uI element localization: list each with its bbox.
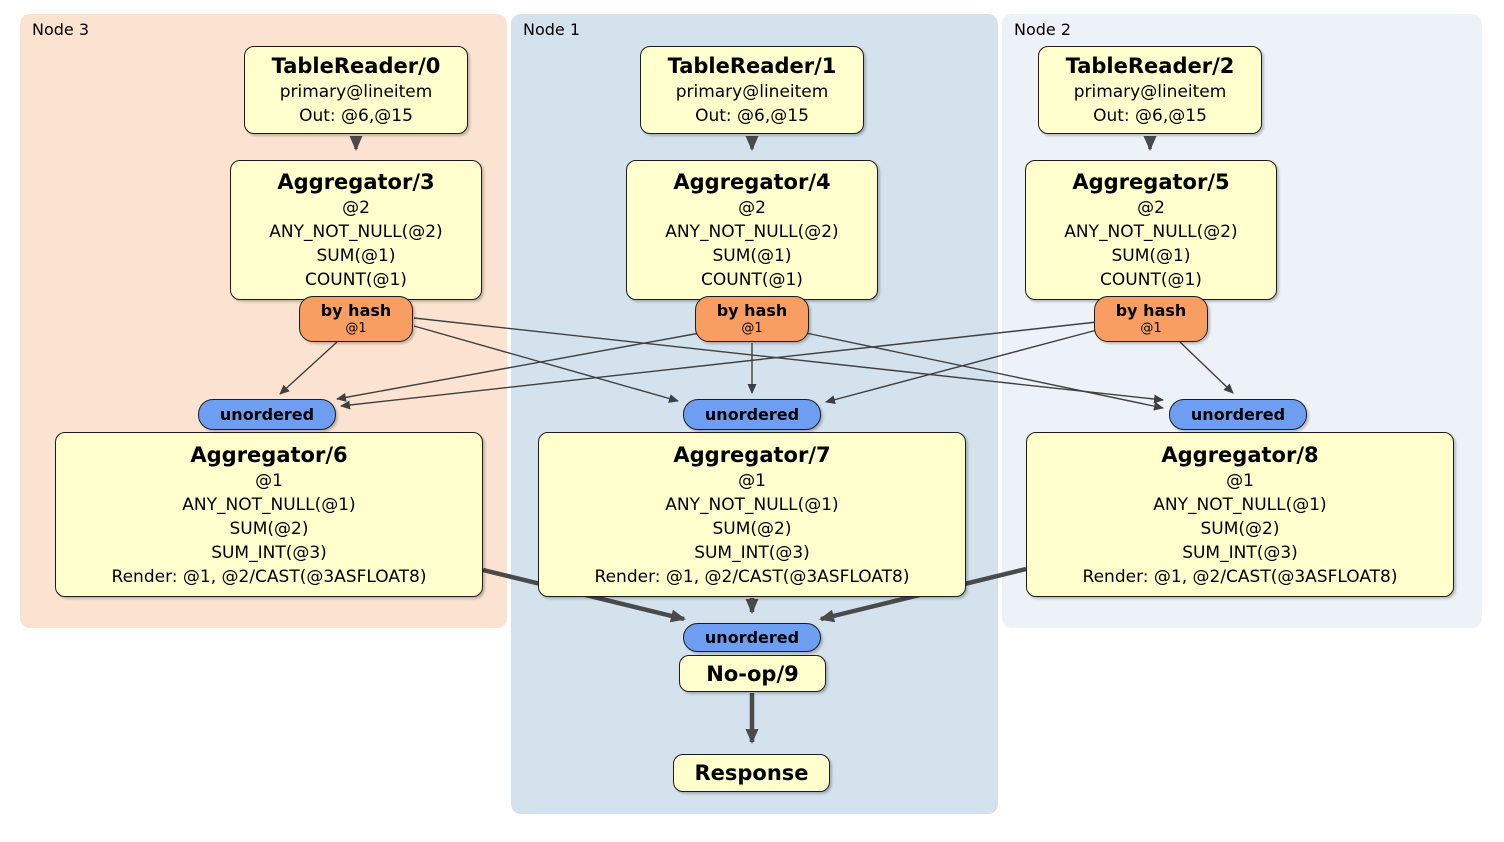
- router-label: by hash: [1115, 301, 1187, 320]
- agg-spec: ANY_NOT_NULL(@1): [1153, 494, 1327, 515]
- processor-title: Aggregator/6: [190, 442, 348, 467]
- agg-spec: SUM(@1): [712, 246, 792, 266]
- aggregator-4-box: Aggregator/4 @2 ANY_NOT_NULL(@2) SUM(@1)…: [626, 160, 878, 300]
- index-spec: primary@lineitem: [675, 82, 829, 102]
- node2-label: Node 2: [1014, 20, 1072, 39]
- agg-spec: SUM(@1): [316, 246, 396, 266]
- processor-title: TableReader/0: [271, 54, 441, 78]
- sync-label: unordered: [219, 405, 315, 424]
- agg-spec: SUM(@2): [712, 518, 792, 539]
- sync-label: unordered: [704, 405, 800, 424]
- agg-spec: COUNT(@1): [305, 270, 407, 290]
- aggregator-5-box: Aggregator/5 @2 ANY_NOT_NULL(@2) SUM(@1)…: [1025, 160, 1277, 300]
- agg-spec: ANY_NOT_NULL(@2): [1064, 222, 1238, 242]
- hash-router-node2: by hash @1: [1094, 296, 1208, 342]
- index-spec: primary@lineitem: [1073, 82, 1227, 102]
- table-reader-1-box: TableReader/1 primary@lineitem Out: @6,@…: [640, 46, 864, 134]
- aggregator-6-box: Aggregator/6 @1 ANY_NOT_NULL(@1) SUM(@2)…: [55, 432, 483, 597]
- processor-title: Aggregator/8: [1161, 442, 1319, 467]
- agg-spec: SUM(@1): [1111, 246, 1191, 266]
- hash-router-node3: by hash @1: [299, 296, 413, 342]
- output-columns: Out: @6,@15: [695, 106, 809, 126]
- noop-box: No-op/9: [679, 655, 826, 692]
- agg-spec: ANY_NOT_NULL(@1): [665, 494, 839, 515]
- processor-title: TableReader/1: [667, 54, 837, 78]
- processor-title: No-op/9: [706, 661, 799, 686]
- unordered-sync-node3: unordered: [198, 399, 336, 430]
- agg-spec: ANY_NOT_NULL(@2): [269, 222, 443, 242]
- processor-title: Aggregator/3: [277, 170, 435, 194]
- agg-spec: ANY_NOT_NULL(@2): [665, 222, 839, 242]
- unordered-sync-final: unordered: [683, 623, 821, 652]
- router-detail: @1: [741, 321, 763, 336]
- aggregator-8-box: Aggregator/8 @1 ANY_NOT_NULL(@1) SUM(@2)…: [1026, 432, 1454, 597]
- index-spec: primary@lineitem: [279, 82, 433, 102]
- agg-spec: ANY_NOT_NULL(@1): [182, 494, 356, 515]
- agg-spec: SUM(@2): [1200, 518, 1280, 539]
- agg-spec: @1: [1226, 470, 1254, 491]
- table-reader-2-box: TableReader/2 primary@lineitem Out: @6,@…: [1038, 46, 1262, 134]
- processor-title: Aggregator/5: [1072, 170, 1230, 194]
- table-reader-0-box: TableReader/0 primary@lineitem Out: @6,@…: [244, 46, 468, 134]
- aggregator-3-box: Aggregator/3 @2 ANY_NOT_NULL(@2) SUM(@1)…: [230, 160, 482, 300]
- output-columns: Out: @6,@15: [299, 106, 413, 126]
- router-label: by hash: [716, 301, 788, 320]
- sync-label: unordered: [704, 628, 800, 647]
- agg-spec: SUM_INT(@3): [1182, 542, 1298, 563]
- response-box: Response: [673, 754, 830, 792]
- agg-spec: SUM(@2): [229, 518, 309, 539]
- hash-router-node1: by hash @1: [695, 296, 809, 342]
- agg-spec: COUNT(@1): [701, 270, 803, 290]
- processor-title: Aggregator/7: [673, 442, 831, 467]
- agg-spec: @2: [738, 198, 766, 218]
- aggregator-7-box: Aggregator/7 @1 ANY_NOT_NULL(@1) SUM(@2)…: [538, 432, 966, 597]
- processor-title: TableReader/2: [1065, 54, 1235, 78]
- router-detail: @1: [345, 321, 367, 336]
- render-expr: Render: @1, @2/CAST(@3ASFLOAT8): [1082, 566, 1398, 587]
- unordered-sync-node1: unordered: [683, 399, 821, 430]
- node1-label: Node 1: [523, 20, 581, 39]
- processor-title: Response: [694, 761, 809, 785]
- agg-spec: SUM_INT(@3): [694, 542, 810, 563]
- render-expr: Render: @1, @2/CAST(@3ASFLOAT8): [594, 566, 910, 587]
- router-detail: @1: [1140, 321, 1162, 336]
- node3-label: Node 3: [32, 20, 90, 39]
- agg-spec: @2: [1137, 198, 1165, 218]
- agg-spec: @1: [255, 470, 283, 491]
- router-label: by hash: [320, 301, 392, 320]
- processor-title: Aggregator/4: [673, 170, 831, 194]
- agg-spec: SUM_INT(@3): [211, 542, 327, 563]
- agg-spec: @1: [738, 470, 766, 491]
- agg-spec: @2: [342, 198, 370, 218]
- render-expr: Render: @1, @2/CAST(@3ASFLOAT8): [111, 566, 427, 587]
- agg-spec: COUNT(@1): [1100, 270, 1202, 290]
- sync-label: unordered: [1190, 405, 1286, 424]
- output-columns: Out: @6,@15: [1093, 106, 1207, 126]
- unordered-sync-node2: unordered: [1169, 399, 1307, 430]
